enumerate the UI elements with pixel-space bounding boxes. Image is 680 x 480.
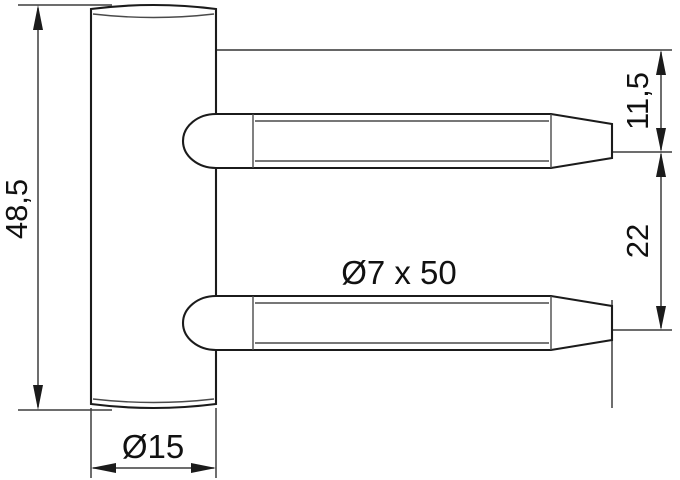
arrowhead-22-bottom	[656, 306, 666, 330]
dimension-pin-top-offset: 11,5	[620, 50, 666, 152]
dim-label-plate-width: Ø15	[122, 428, 184, 465]
arrowhead-11-5-bottom	[656, 128, 666, 152]
lower-pin	[181, 294, 614, 352]
dimension-height-overall: 48,5	[0, 5, 43, 410]
dim-label-height-overall: 48,5	[0, 179, 34, 239]
arrowhead-d15-right	[191, 463, 216, 473]
arrowhead-48-5-bottom	[33, 385, 43, 410]
dim-label-pin-top-offset: 11,5	[620, 72, 655, 130]
dimension-plate-width: Ø15	[91, 428, 216, 473]
lower-pin-body	[181, 294, 614, 352]
arrowhead-d15-left	[91, 463, 116, 473]
arrowhead-11-5-top	[656, 50, 666, 75]
plate-body	[89, 3, 218, 410]
upper-pin	[181, 112, 614, 170]
plate-top-edge-line	[92, 13, 215, 19]
arrowhead-22-top	[656, 152, 666, 177]
mounting-plate	[89, 3, 218, 410]
arrowhead-48-5-top	[33, 5, 43, 30]
upper-pin-body	[181, 112, 614, 170]
plate-bottom-edge-line	[92, 398, 215, 404]
dim-label-pin-spacing: 22	[620, 224, 655, 258]
dimension-pin-spacing: 22	[620, 152, 666, 330]
dim-label-pin-spec: Ø7 x 50	[341, 254, 457, 291]
